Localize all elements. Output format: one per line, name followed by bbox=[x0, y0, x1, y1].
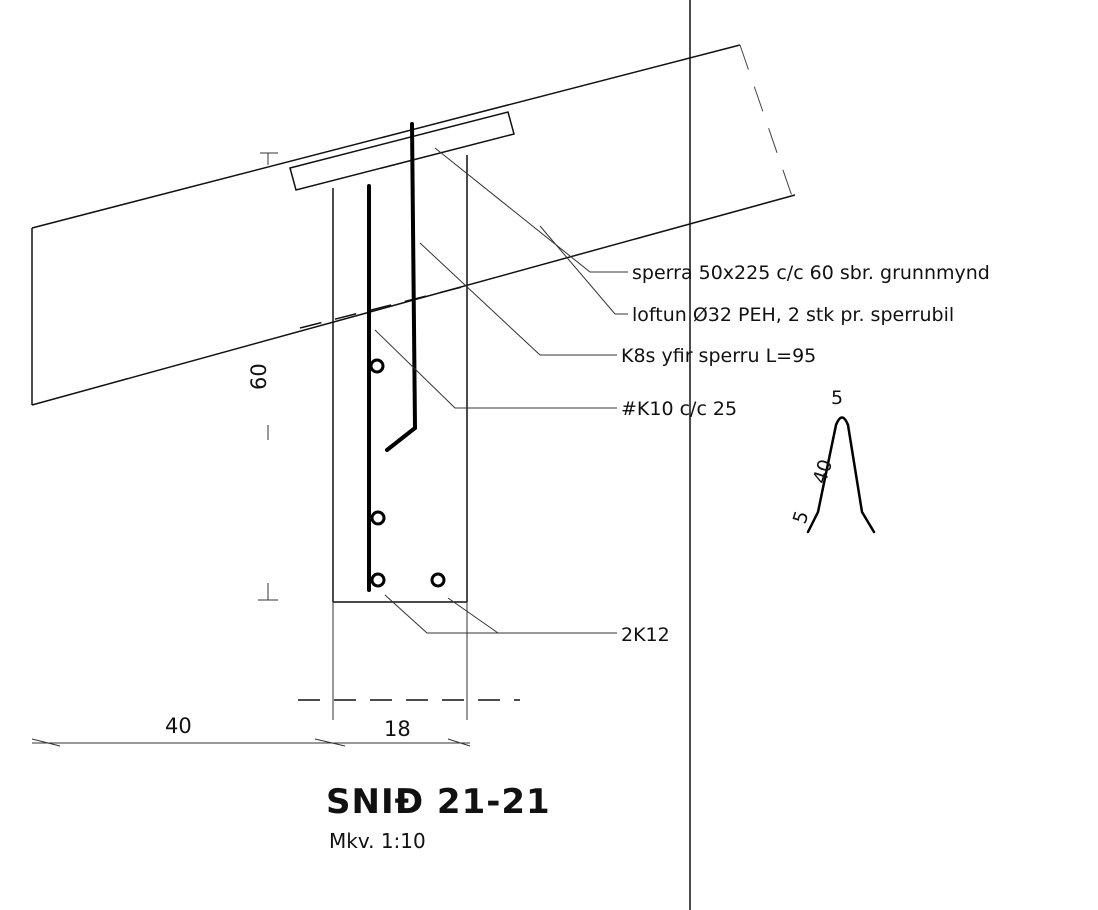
bend-leg-label: 40 bbox=[809, 457, 837, 487]
label-vent: loftun Ø32 PEH, 2 stk pr. sperrubil bbox=[632, 304, 954, 326]
dim-height: 60 bbox=[247, 363, 271, 390]
label-k12: 2K12 bbox=[621, 624, 670, 646]
dim-width-left: 40 bbox=[165, 714, 192, 738]
bend-end-label: 5 bbox=[789, 508, 814, 526]
label-k10: #K10 c/c 25 bbox=[621, 398, 737, 420]
reinforcement bbox=[367, 122, 418, 592]
stirrup-k8s bbox=[385, 122, 418, 452]
label-rafter: sperra 50x225 c/c 60 sbr. grunnmynd bbox=[632, 262, 990, 284]
bend-shape bbox=[806, 416, 876, 534]
beam-outline bbox=[298, 155, 520, 720]
section-scale: Mkv. 1:10 bbox=[329, 829, 426, 853]
height-dimension bbox=[258, 152, 278, 601]
section-title: SNIÐ 21-21 bbox=[326, 782, 551, 822]
label-k8s: K8s yfir sperru L=95 bbox=[621, 345, 816, 367]
rebar-bars bbox=[369, 358, 446, 588]
leader-lines bbox=[374, 147, 628, 634]
rafter-plate bbox=[289, 111, 515, 191]
width-dimension bbox=[31, 738, 471, 747]
bend-top-label: 5 bbox=[831, 387, 843, 409]
dim-width-beam: 18 bbox=[384, 717, 411, 741]
